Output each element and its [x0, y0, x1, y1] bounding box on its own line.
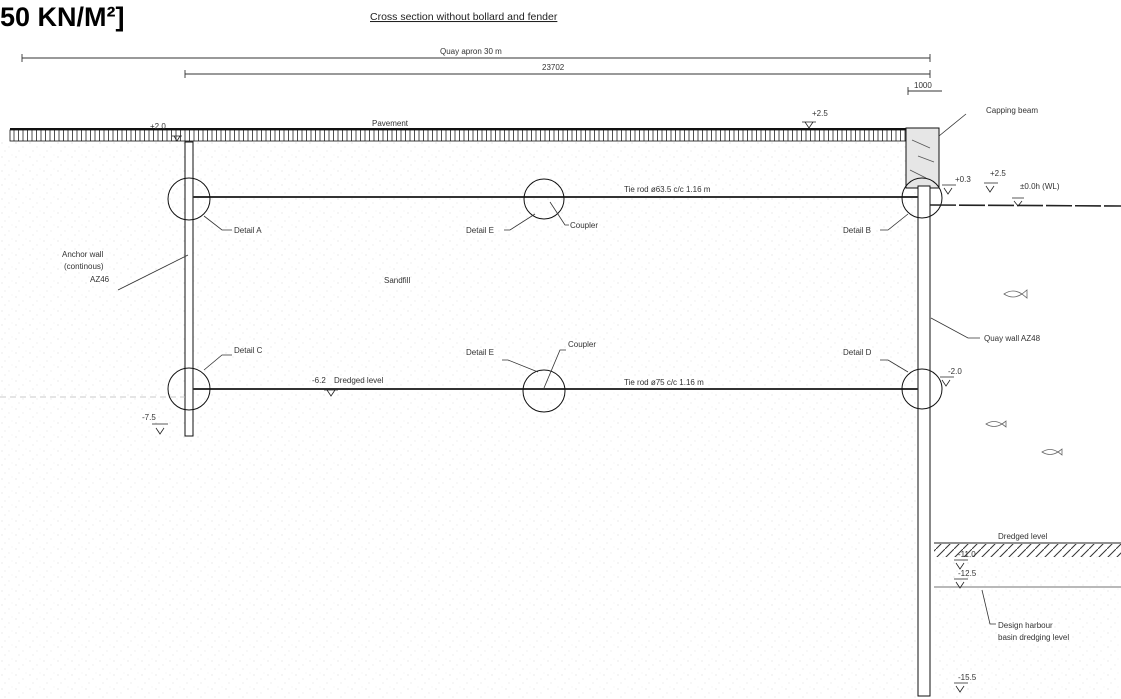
- detail-c-label: Detail C: [234, 346, 263, 355]
- pavement-layer: [9, 129, 919, 142]
- level-dredged: -11.0: [958, 550, 976, 559]
- level-marker-symbols: [152, 121, 1024, 693]
- detail-e-lower-circle: [522, 369, 566, 413]
- level-design: -12.5: [958, 569, 977, 578]
- dredged-level-front-label: Dredged level: [998, 532, 1048, 541]
- anchor-wall-label-2: (continous): [64, 262, 104, 271]
- detail-b-label: Detail B: [843, 226, 871, 235]
- level-toe: -15.5: [958, 673, 977, 682]
- detail-a-label: Detail A: [234, 226, 262, 235]
- detail-e-upper-label: Detail E: [466, 226, 494, 235]
- tie-span-dimension: 23702: [542, 63, 565, 72]
- level-anchor-tie: -6.2: [312, 376, 326, 385]
- detail-c-circle: [167, 367, 211, 411]
- quay-apron-dimension: Quay apron 30 m: [440, 47, 502, 56]
- level-pavement-top: +2.5: [812, 109, 828, 118]
- harbour-label-1: Design harbour: [998, 621, 1053, 630]
- quay-wall-label: Quay wall AZ48: [984, 334, 1041, 343]
- level-anchor-top: +2.0: [150, 122, 166, 131]
- harbour-label-2: basin dredging level: [998, 633, 1069, 642]
- water-level-label: ±0.0h (WL): [1020, 182, 1060, 191]
- section-title: Cross section without bollard and fender: [370, 11, 558, 23]
- sandfill-label: Sandfill: [384, 276, 410, 285]
- water-surface: [929, 204, 1121, 207]
- capping-beam-label: Capping beam: [986, 106, 1038, 115]
- level-anchor-toe: -7.5: [142, 413, 156, 422]
- sandfill-area: [0, 142, 922, 699]
- detail-e-lower-label: Detail E: [466, 348, 494, 357]
- tie-rod-lower-label: Tie rod ø75 c/c 1.16 m: [624, 378, 704, 387]
- quay-wall: [917, 185, 931, 697]
- fish-icons: [985, 289, 1063, 456]
- detail-d-circle: [901, 368, 943, 410]
- detail-b-circle: [901, 177, 943, 219]
- dimension-lines: [21, 54, 942, 95]
- detail-d-label: Detail D: [843, 348, 872, 357]
- dredged-level-hatch: [934, 544, 1121, 557]
- tie-rod-upper-label: Tie rod ø63.5 c/c 1.16 m: [624, 185, 711, 194]
- beam-width-dimension: 1000: [914, 81, 932, 90]
- level-front-tie: -2.0: [948, 367, 962, 376]
- anchor-wall: [184, 141, 194, 437]
- detail-a-circle: [167, 177, 211, 221]
- load-heading: 50 KN/M²]: [0, 2, 125, 32]
- anchor-wall-label-1: Anchor wall: [62, 250, 104, 259]
- coupler-lower-label: Coupler: [568, 340, 596, 349]
- anchor-wall-label-3: AZ46: [90, 275, 110, 284]
- level-front-top: +2.5: [990, 169, 1006, 178]
- dredged-level-anchor-label: Dredged level: [334, 376, 384, 385]
- detail-e-upper-circle: [523, 178, 565, 220]
- level-beam-bottom: +0.3: [955, 175, 971, 184]
- pavement-label: Pavement: [372, 119, 409, 128]
- coupler-upper-label: Coupler: [570, 221, 598, 230]
